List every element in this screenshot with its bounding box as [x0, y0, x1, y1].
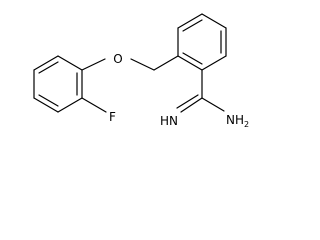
double-bond-inner: [38, 61, 59, 74]
bond: [201, 55, 227, 71]
molecule-structure: O F HN NH2: [33, 13, 249, 129]
double-bond-inner: [182, 52, 203, 65]
double-bond-inner: [182, 19, 203, 32]
amine-nitrogen-symbol: NH: [226, 113, 244, 127]
bond: [153, 55, 179, 71]
imine-nitrogen-label: HN: [160, 114, 178, 128]
imine-double-bond: [176, 94, 199, 109]
bond: [177, 55, 203, 71]
right-benzene-ring: [177, 13, 227, 71]
bond: [33, 97, 59, 113]
oxygen-label: O: [113, 52, 122, 66]
carbon-fluorine-bond: [81, 97, 107, 113]
double-bond-inner: [38, 94, 59, 107]
bond: [177, 13, 203, 29]
left-benzene-ring: [33, 55, 83, 113]
bond: [81, 58, 106, 71]
amidine-group: [176, 69, 225, 113]
bond: [130, 58, 155, 71]
bond: [57, 97, 83, 113]
bond: [201, 13, 227, 29]
bond: [201, 97, 225, 112]
methylene-oxy-linker: [81, 55, 179, 71]
fluorine-label: F: [109, 110, 116, 124]
amine-nitrogen-label: NH2: [226, 113, 249, 129]
amine-subscript: 2: [244, 120, 249, 129]
bond: [57, 55, 83, 71]
bond: [33, 55, 59, 71]
imine-double-bond: [180, 97, 203, 113]
